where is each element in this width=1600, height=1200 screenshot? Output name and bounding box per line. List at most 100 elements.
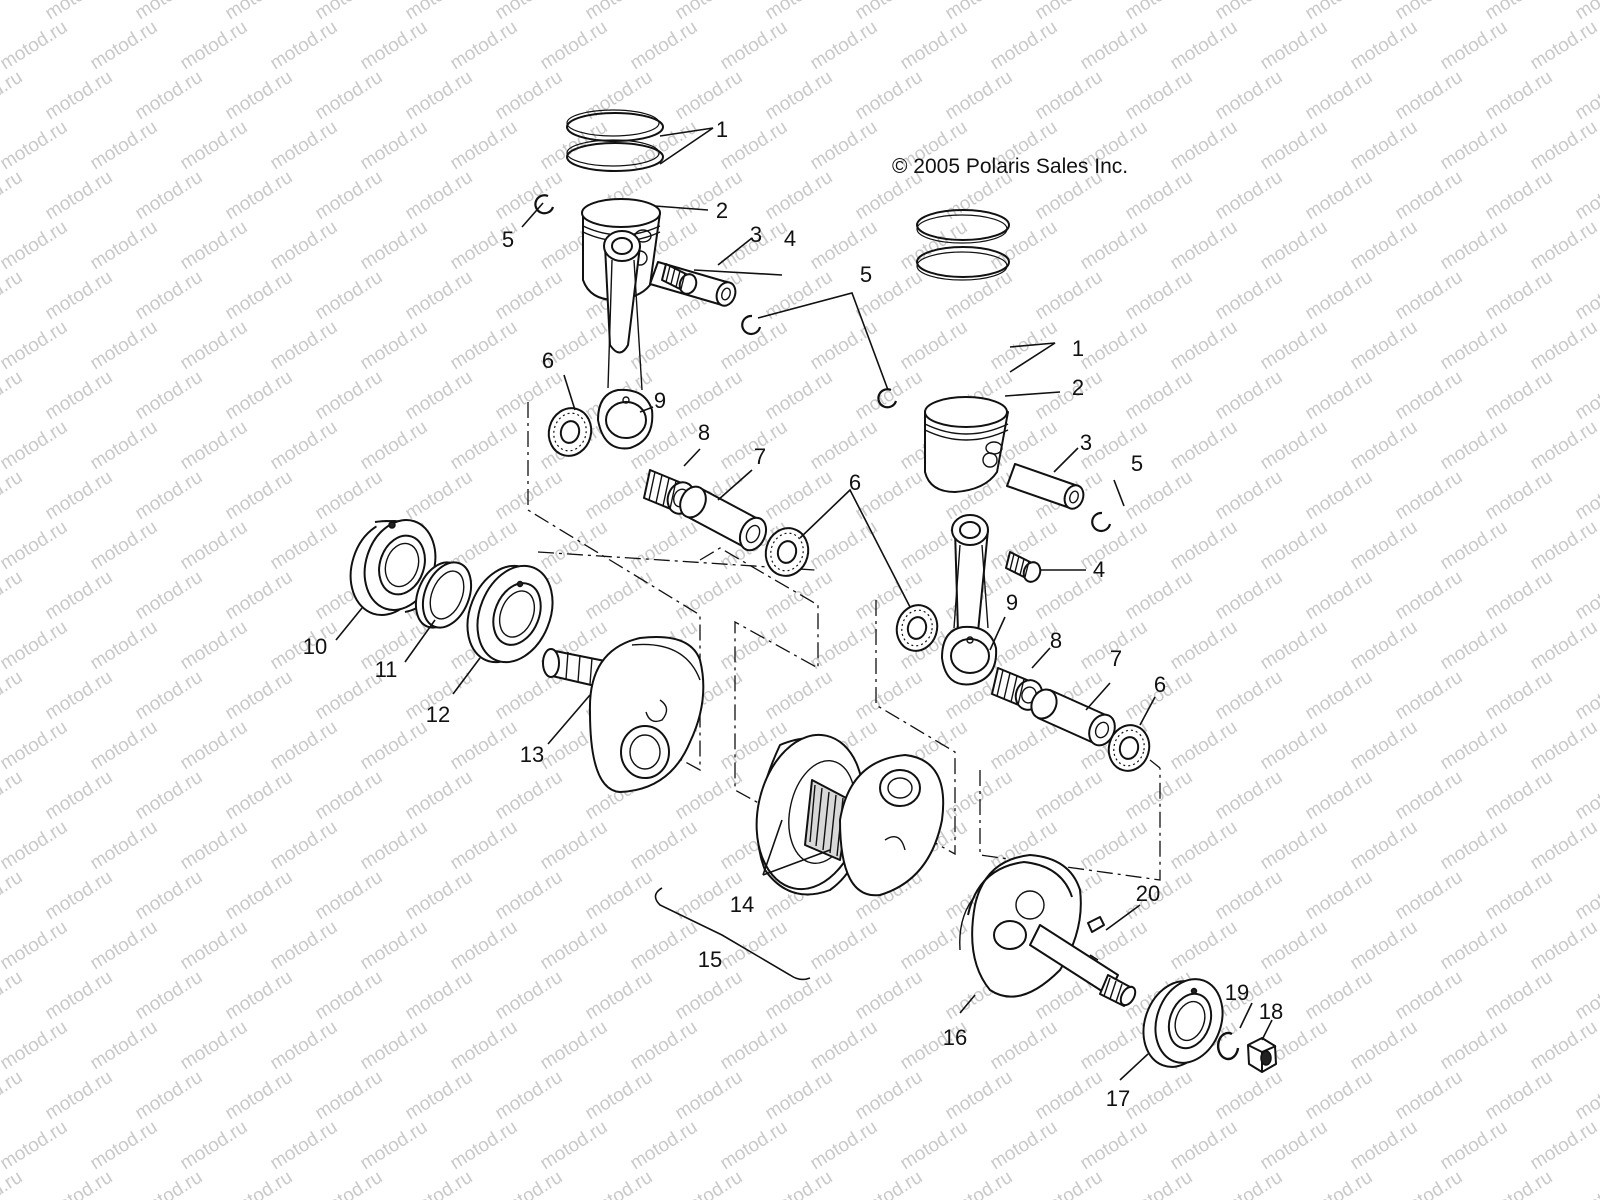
watermark-text: motod.ru — [852, 67, 927, 125]
watermark-text: motod.ru — [852, 667, 927, 725]
watermark-text: motod.ru — [1302, 567, 1377, 625]
callout-9: 9 — [1006, 590, 1018, 615]
watermark-text: motod.ru — [222, 667, 297, 725]
watermark-text: motod.ru — [1122, 367, 1197, 425]
watermark-text: motod.ru — [1167, 317, 1242, 375]
watermark-text: motod.ru — [1572, 267, 1600, 325]
watermark-text: motod.ru — [1437, 117, 1512, 175]
watermark-text: motod.ru — [1122, 1067, 1197, 1125]
watermark-text: motod.ru — [267, 917, 342, 975]
watermark-text: motod.ru — [1437, 617, 1512, 675]
watermark-text: motod.ru — [492, 467, 567, 525]
watermark-text: motod.ru — [762, 67, 837, 125]
watermark-text: motod.ru — [0, 267, 26, 325]
watermark-text: motod.ru — [1122, 567, 1197, 625]
callout-2: 2 — [716, 198, 728, 223]
watermark-text: motod.ru — [1437, 717, 1512, 775]
watermark-text: motod.ru — [1572, 767, 1600, 825]
watermark-text: motod.ru — [402, 767, 477, 825]
watermark-text: motod.ru — [627, 1117, 702, 1175]
watermark-text: motod.ru — [267, 317, 342, 375]
callout-labels: 1 2 3 4 5 5 6 9 8 7 6 10 11 12 13 14 15 … — [303, 117, 1283, 1111]
watermark-text: motod.ru — [222, 167, 297, 225]
callout-7: 7 — [1110, 646, 1122, 671]
watermark-text: motod.ru — [762, 967, 837, 1025]
watermark-text: motod.ru — [987, 717, 1062, 775]
watermark-text: motod.ru — [1167, 717, 1242, 775]
watermark-text: motod.ru — [1302, 67, 1377, 125]
watermark-text: motod.ru — [87, 617, 162, 675]
watermark-text: motod.ru — [0, 1167, 26, 1200]
watermark-text: motod.ru — [1392, 567, 1467, 625]
watermark-text: motod.ru — [0, 317, 71, 375]
watermark-text: motod.ru — [0, 17, 71, 75]
piston-left — [581, 198, 661, 301]
watermark-text: motod.ru — [357, 117, 432, 175]
watermark-text: motod.ru — [267, 1017, 342, 1075]
callout-14: 14 — [730, 892, 754, 917]
watermark-text: motod.ru — [42, 667, 117, 725]
watermark-text: motod.ru — [492, 67, 567, 125]
watermark-text: motod.ru — [942, 1167, 1017, 1200]
watermark-text: motod.ru — [1077, 817, 1152, 875]
watermark-text: motod.ru — [87, 217, 162, 275]
watermark-text: motod.ru — [1347, 317, 1422, 375]
circlip-left-a — [534, 194, 555, 215]
callout-2: 2 — [1072, 375, 1084, 400]
leader-lines — [335, 127, 1273, 1081]
watermark-text: motod.ru — [312, 1167, 387, 1200]
watermark-text: motod.ru — [987, 217, 1062, 275]
watermark-text: motod.ru — [1212, 367, 1287, 425]
watermark-text: motod.ru — [402, 967, 477, 1025]
watermark-text: motod.ru — [1482, 167, 1557, 225]
watermark-text: motod.ru — [1347, 517, 1422, 575]
callout-16: 16 — [943, 1025, 967, 1050]
watermark-text: motod.ru — [1572, 467, 1600, 525]
watermark-text: motod.ru — [1572, 967, 1600, 1025]
watermark-text: motod.ru — [1257, 617, 1332, 675]
washer-left-b — [764, 527, 810, 577]
watermark-text: motod.ru — [222, 67, 297, 125]
washer-left-a — [547, 407, 593, 457]
watermark-text: motod.ru — [1482, 567, 1557, 625]
piston-rings-left — [566, 109, 664, 172]
callout-4: 4 — [784, 226, 796, 251]
watermark-text: motod.ru — [0, 517, 71, 575]
watermark-text: motod.ru — [1212, 767, 1287, 825]
watermark-text: motod.ru — [627, 817, 702, 875]
watermark-text: motod.ru — [267, 817, 342, 875]
watermark-text: motod.ru — [1257, 917, 1332, 975]
watermark-text: motod.ru — [447, 317, 522, 375]
watermark-text: motod.ru — [1302, 767, 1377, 825]
watermark-text: motod.ru — [492, 1167, 567, 1200]
watermark-text: motod.ru — [132, 967, 207, 1025]
watermark-text: motod.ru — [987, 17, 1062, 75]
watermark-text: motod.ru — [1302, 167, 1377, 225]
crankshaft-center-14 — [755, 733, 945, 897]
callout-19: 19 — [1225, 980, 1249, 1005]
watermark-text: motod.ru — [1212, 667, 1287, 725]
watermark-text: motod.ru — [1077, 517, 1152, 575]
watermark-text: motod.ru — [177, 17, 252, 75]
watermark-text: motod.ru — [492, 767, 567, 825]
watermark-text: motod.ru — [807, 917, 882, 975]
watermark-text: motod.ru — [1572, 367, 1600, 425]
watermark-text: motod.ru — [537, 517, 612, 575]
watermark-text: motod.ru — [1212, 1067, 1287, 1125]
watermark-text: motod.ru — [1347, 617, 1422, 675]
watermark-text: motod.ru — [1482, 1167, 1557, 1200]
watermark-text: motod.ru — [132, 1167, 207, 1200]
circlip-right-b — [1091, 511, 1112, 533]
watermark-text: motod.ru — [1302, 267, 1377, 325]
watermark-text: motod.ru — [1257, 417, 1332, 475]
watermark-text: motod.ru — [1032, 767, 1107, 825]
watermark-text: motod.ru — [672, 967, 747, 1025]
watermark-text: motod.ru — [357, 917, 432, 975]
watermark-text: motod.ru — [1392, 367, 1467, 425]
watermark-text: motod.ru — [1167, 217, 1242, 275]
callout-5: 5 — [860, 262, 872, 287]
watermark-text: motod.ru — [357, 717, 432, 775]
watermark-text: motod.ru — [0, 667, 26, 725]
watermark-text: motod.ru — [807, 117, 882, 175]
